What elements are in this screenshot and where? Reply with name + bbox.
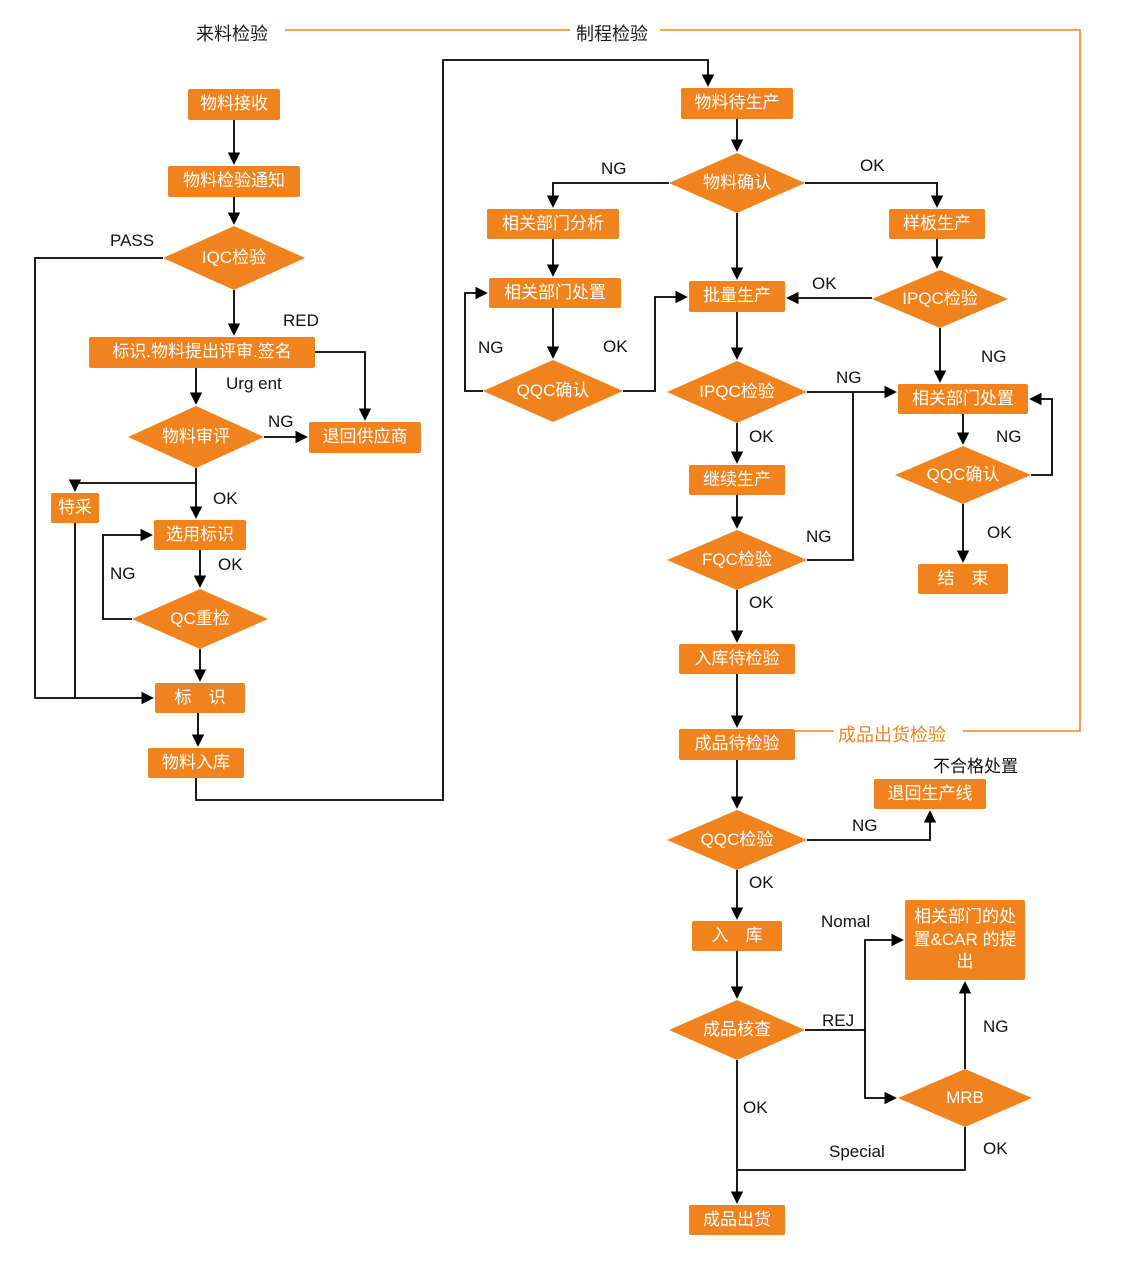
edge-label-ng-qc-recheck: NG <box>110 564 136 583</box>
node-sample-production: 样板生产 <box>889 209 985 239</box>
edge-storage-to-production <box>195 59 715 801</box>
edge-label-ok-qqc-mid: OK <box>603 337 628 356</box>
node-material-storage: 物料入库 <box>148 748 244 778</box>
edge-pass <box>34 257 163 705</box>
edge-label-ng-qqc-right: NG <box>996 427 1022 446</box>
node-mass-production: 批量生产 <box>689 281 785 312</box>
edge-nomal <box>864 933 904 1030</box>
section-title-process: 制程检验 <box>576 24 648 44</box>
edge-label-ng-ipqc-right: NG <box>981 347 1007 366</box>
edge-label-ok-ipqc-right: OK <box>812 274 837 293</box>
node-selection-mark: 选用标识 <box>154 520 246 550</box>
node-return-supplier: 退回供应商 <box>309 422 421 453</box>
section-lines <box>285 29 1081 732</box>
section-title-shipping: 成品出货检验 <box>838 725 946 745</box>
edge-red <box>315 351 372 421</box>
flow-edges <box>34 59 1053 1204</box>
edge-label-ng-ipqc-mid: NG <box>836 368 862 387</box>
section-title-incoming: 来料检验 <box>196 24 268 44</box>
edge-to-special-accept <box>68 479 196 492</box>
edge-label-ok-review: OK <box>213 489 238 508</box>
edge-label-ng-mrb: NG <box>983 1017 1009 1036</box>
edge-label-urgent: Urg ent <box>226 374 282 393</box>
node-storage-wait-inspection: 入库待检验 <box>679 644 795 674</box>
node-mark: 标 识 <box>155 683 245 713</box>
edge-label-ok-qqc-insp: OK <box>749 873 774 892</box>
node-end: 结 束 <box>918 564 1008 594</box>
edge-fqc-ng <box>807 392 854 561</box>
edge-mrb-ok <box>737 1127 966 1171</box>
edge-label-ok-fqc: OK <box>749 593 774 612</box>
edge-label-ok-mrb: OK <box>983 1139 1008 1158</box>
node-material-receive: 物料接收 <box>188 89 280 120</box>
edge-qc-recheck-ng <box>102 528 153 620</box>
edge-label-ok-selection: OK <box>218 555 243 574</box>
node-continue-production: 继续生产 <box>689 465 785 495</box>
node-dept-disposal-right: 相关部门处置 <box>898 384 1028 414</box>
edge-label-ok-check: OK <box>743 1098 768 1117</box>
node-finished-wait-inspection: 成品待检验 <box>679 729 795 760</box>
edge-label-ok-confirm: OK <box>860 156 885 175</box>
node-storage: 入 库 <box>692 921 782 951</box>
node-dept-disposal-mid: 相关部门处置 <box>489 278 621 308</box>
node-special-accept: 特采 <box>51 493 99 523</box>
node-dept-analysis: 相关部门分析 <box>487 209 619 239</box>
edge-label-ok-ipqc-mid: OK <box>749 427 774 446</box>
edge-label-red: RED <box>283 311 319 330</box>
edge-label-ng-qqc-mid: NG <box>478 338 504 357</box>
edge-label-ng-fqc: NG <box>806 527 832 546</box>
node-sign-review: 标识.物料提出评审.签名 <box>89 337 315 368</box>
edge-label-nonconforming: 不合格处置 <box>933 757 1018 776</box>
edge-confirm-ng <box>546 182 669 208</box>
edge-qqc-insp-ng <box>807 810 937 841</box>
edge-qqc-mid-ok <box>623 290 688 392</box>
edge-qqc-right-ng <box>1029 392 1053 476</box>
node-return-production-line: 退回生产线 <box>874 779 986 809</box>
edge-confirm-ok <box>805 182 944 208</box>
edge-to-mrb <box>864 1030 897 1105</box>
node-material-wait-production: 物料待生产 <box>681 88 793 119</box>
edge-label-rej: REJ <box>822 1011 855 1030</box>
edge-label-ok-qqc-right: OK <box>987 523 1012 542</box>
edge-label-ng-review: NG <box>268 412 294 431</box>
node-finished-shipment: 成品出货 <box>689 1205 785 1235</box>
node-dept-disposal-car: 相关部门的处置&CAR 的提出 <box>905 900 1025 980</box>
edge-label-special: Special <box>829 1142 885 1161</box>
node-inspection-notice: 物料检验通知 <box>168 166 300 197</box>
edge-label-nomal: Nomal <box>821 912 871 931</box>
edge-label-ng-qqc-insp: NG <box>852 816 878 835</box>
edge-qqc-mid-ng <box>464 286 488 392</box>
edge-label-pass: PASS <box>110 231 155 250</box>
edge-label-ng-confirm: NG <box>601 159 627 178</box>
